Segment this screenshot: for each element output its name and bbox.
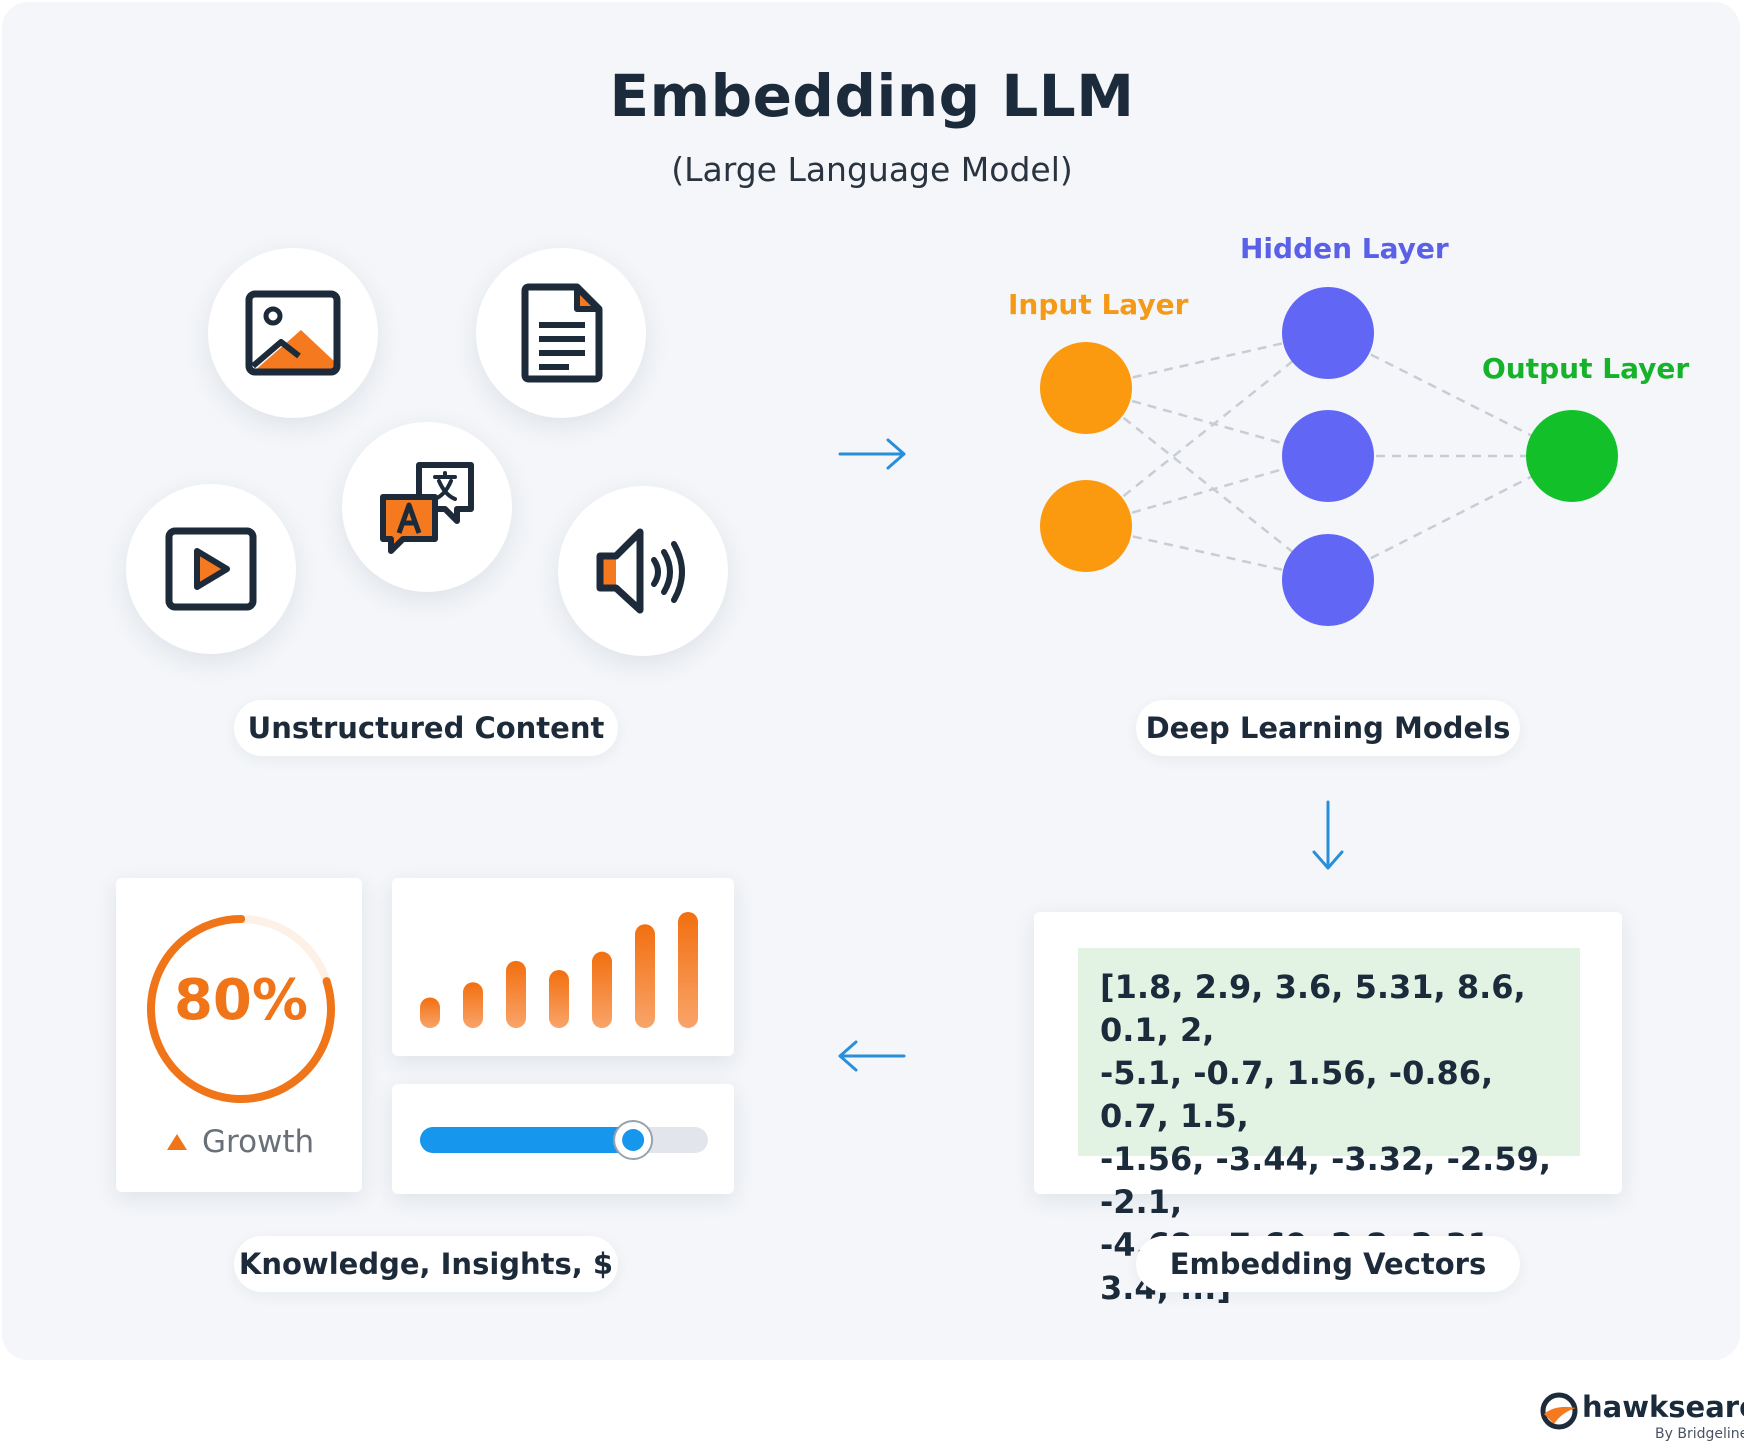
speaker-icon — [596, 528, 685, 614]
vector-line: [1.8, 2.9, 3.6, 5.31, 8.6, 0.1, 2, — [1100, 968, 1526, 1049]
growth-percentage: 80% — [173, 968, 309, 1033]
mini-bar-chart — [420, 912, 698, 1028]
bar — [635, 924, 655, 1028]
document-icon — [521, 283, 603, 383]
vector-line: -5.1, -0.7, 1.56, -0.86, 0.7, 1.5, — [1100, 1054, 1494, 1135]
video-icon-circle — [126, 484, 296, 654]
audio-icon-circle — [558, 486, 728, 656]
vector-line: -1.56, -3.44, -3.32, -2.59, -2.1, — [1100, 1140, 1551, 1221]
brand-tagline: By Bridgeline — [1655, 1426, 1744, 1442]
hidden-node — [1282, 410, 1374, 502]
bar — [678, 912, 698, 1028]
growth-gauge — [147, 915, 335, 1103]
image-icon — [245, 290, 341, 376]
input-node — [1040, 342, 1132, 434]
bar — [420, 997, 440, 1028]
output-node — [1526, 410, 1618, 502]
deep-learning-models-label: Deep Learning Models — [1136, 700, 1520, 756]
document-icon-circle — [476, 248, 646, 418]
bar — [506, 960, 526, 1028]
hidden-layer-label: Hidden Layer — [1240, 232, 1449, 265]
triangle-up-icon — [167, 1134, 187, 1150]
input-node — [1040, 480, 1132, 572]
translate-icon — [380, 462, 474, 554]
hidden-node — [1282, 287, 1374, 379]
embedding-vectors-label: Embedding Vectors — [1136, 1236, 1520, 1292]
hawksearch-logo: hawksearch By Bridgeline — [1540, 1390, 1744, 1446]
slider-knob-center — [622, 1129, 645, 1151]
image-icon-circle — [208, 248, 378, 418]
page-title: Embedding LLM — [609, 62, 1135, 130]
gauge-arc — [147, 915, 335, 1103]
growth-text: Growth — [202, 1124, 315, 1160]
slider-fill — [420, 1127, 634, 1153]
knowledge-insights-label: Knowledge, Insights, $ — [234, 1236, 618, 1292]
bar — [463, 982, 483, 1028]
progress-slider[interactable] — [392, 1084, 734, 1194]
brand-name: hawksearch — [1582, 1390, 1744, 1424]
neural-network — [1040, 287, 1618, 626]
bar — [592, 951, 612, 1028]
arrow-right-icon — [838, 438, 906, 470]
translate-icon-circle — [342, 422, 512, 592]
play-video-icon — [165, 527, 257, 611]
output-layer-label: Output Layer — [1482, 352, 1690, 385]
hawk-logo-icon — [1540, 1392, 1578, 1430]
growth-caption: Growth — [166, 1124, 314, 1160]
unstructured-content-label: Unstructured Content — [234, 700, 618, 756]
page-subtitle: (Large Language Model) — [671, 150, 1073, 189]
arrow-down-icon — [1312, 800, 1344, 870]
vector-values: [1.8, 2.9, 3.6, 5.31, 8.6, 0.1, 2, -5.1,… — [1078, 948, 1580, 1307]
arrow-left-icon — [838, 1040, 906, 1072]
bar — [549, 970, 569, 1028]
input-layer-label: Input Layer — [1008, 288, 1189, 321]
hidden-node — [1282, 534, 1374, 626]
